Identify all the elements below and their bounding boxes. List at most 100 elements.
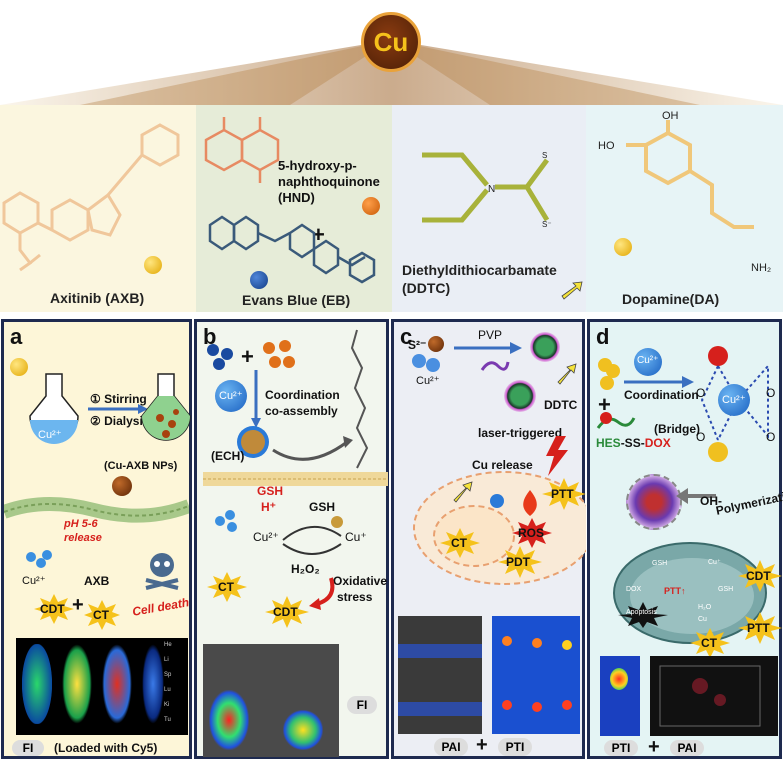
cu-label: Cu [373, 27, 409, 57]
d-o-1: O [696, 386, 706, 400]
hnd-label-2: naphthoquinone [278, 174, 380, 189]
b-arrow-down [251, 370, 261, 428]
c-pai-image [398, 616, 482, 734]
b-fi-image [203, 644, 339, 757]
a-ct-label: CT [93, 608, 109, 622]
b-blue-balls [207, 344, 237, 374]
hnd-eb-column [196, 105, 392, 312]
b-cu1-text: Cu⁺ [345, 530, 367, 544]
b-cu2-dots [215, 510, 245, 534]
c-pvp-label: PVP [478, 328, 503, 342]
d-arrow-left [676, 488, 716, 504]
da-label: Dopamine(DA) [622, 291, 720, 307]
a-cdt-label: CDT [40, 602, 65, 616]
cu-axb-nps-label: (Cu-AXB NPs) [104, 460, 178, 472]
da-atom-ho: HO [598, 140, 615, 152]
b-cdt-label: CDT [273, 605, 298, 619]
axb-gold-ball [144, 256, 162, 274]
cu2-dots [24, 550, 54, 570]
hes-part: HES [596, 436, 621, 450]
hes-strand [596, 412, 636, 429]
a-fi-pill: FI [12, 740, 44, 756]
c-ptt-label: PTT [551, 487, 574, 501]
c-yellow-arrow-1 [557, 363, 577, 385]
da-column [586, 105, 783, 312]
d-o-4: O [766, 430, 776, 444]
hnd-label-3: (HND) [278, 190, 315, 205]
cu-axb-np [112, 476, 132, 496]
d-o-2: O [766, 386, 776, 400]
b-plus: + [241, 344, 254, 369]
a-cu2-label: Cu²⁺ [22, 575, 46, 587]
b-oxidative-2: stress [337, 590, 373, 604]
hnd-orange-ball [362, 197, 380, 215]
b-membrane [203, 472, 388, 486]
d-arrow-right [624, 376, 694, 388]
d-cdt-star: CDT [738, 560, 782, 592]
flask-cu2-label: Cu²⁺ [38, 429, 62, 441]
d-bridge-label: (Bridge) [654, 422, 700, 436]
d-polymerization-label: Polymerization [714, 486, 783, 518]
c-pdt-label: PDT [506, 555, 530, 569]
b-cu2-label: Cu²⁺ [219, 390, 243, 402]
d-pti-pill: PTI [604, 740, 638, 756]
c-pti-image [492, 616, 580, 734]
dopamine-structure: OH HO NH₂ [598, 110, 771, 274]
b-gsh-red: GSH [257, 484, 284, 498]
d-plus: + [598, 392, 611, 417]
cell-membrane [4, 497, 189, 523]
flame-icon [523, 490, 537, 516]
axb-column [0, 105, 196, 312]
b-h2o2: H₂O₂ [291, 562, 320, 576]
loaded-cy5-label: (Loaded with Cy5) [54, 741, 158, 755]
panel-b-letter: b [203, 324, 217, 349]
panel-a-letter: a [10, 324, 23, 349]
step-stirring: ① Stirring [90, 392, 147, 406]
d-cell-gssg: GSH [718, 586, 734, 593]
c-ros-label: ROS [518, 526, 545, 540]
d-coordination: Coordination [624, 388, 699, 402]
d-gold-balls [598, 358, 622, 394]
d-cu2-ball-center: Cu²⁺ [718, 384, 750, 416]
flask-nps [141, 373, 191, 441]
d-cell-dox: DOX [626, 586, 642, 593]
c-arrow-right [454, 342, 522, 354]
evans-blue-structure [208, 215, 376, 284]
c-ddtc-label: DDTC [544, 398, 578, 412]
hnd-structure [204, 117, 280, 183]
da-atom-nh2: NH₂ [751, 262, 771, 274]
d-ptt-label: PTT [747, 621, 770, 635]
ddtc-column [392, 105, 586, 312]
c-laser-label: laser-triggered [478, 426, 563, 440]
c-ct-label: CT [451, 536, 467, 550]
b-cu2-ball: Cu²⁺ [215, 380, 247, 412]
hes-label: HES-SS-DOX [596, 436, 671, 450]
ddtc-label-2: (DDTC) [402, 280, 451, 296]
d-ptt-star: PTT [738, 612, 782, 644]
ss-part: -SS- [620, 436, 645, 450]
a-fi-image [16, 638, 188, 735]
c-plus: + [476, 734, 488, 756]
d-ct-label: CT [701, 636, 717, 650]
b-oxidative-1: Oxidative [333, 574, 388, 588]
panel-d: d Cu²⁺ Coordination + HES-SS-DOX Cu²⁺ (B… [587, 319, 783, 759]
d-cell-apoptosis: Apoptosis [626, 609, 657, 616]
hnd-label-1: 5-hydroxy-p- [278, 158, 357, 173]
panel-c-letter: c [400, 324, 413, 349]
d-cell-ptt: PTT↑ [664, 586, 686, 596]
dox-part: DOX [644, 436, 671, 450]
b-h-plus: H⁺ [261, 500, 276, 514]
b-fi-pill: FI [347, 696, 377, 714]
b-gsh: GSH [309, 500, 336, 514]
ddtc-yellow-arrow [561, 281, 583, 300]
panel-a: a Cu²⁺ ① Stirring ② Dialysis (Cu-AXB NPs… [1, 319, 192, 759]
c-ptt-star: PTT [542, 478, 586, 510]
organ-ki: Ki [164, 702, 170, 708]
coassembly-label: co-assembly [265, 404, 338, 418]
d-polymer-np [626, 474, 682, 530]
d-oh-label: OH- [700, 494, 722, 508]
panel-b: b + Cu²⁺ Coordination co-assembly (ECH) … [194, 319, 389, 759]
a-axb-label: AXB [84, 574, 110, 588]
panel-a-gold-ball [10, 358, 28, 376]
c-pdt-star: PDT [498, 546, 542, 578]
